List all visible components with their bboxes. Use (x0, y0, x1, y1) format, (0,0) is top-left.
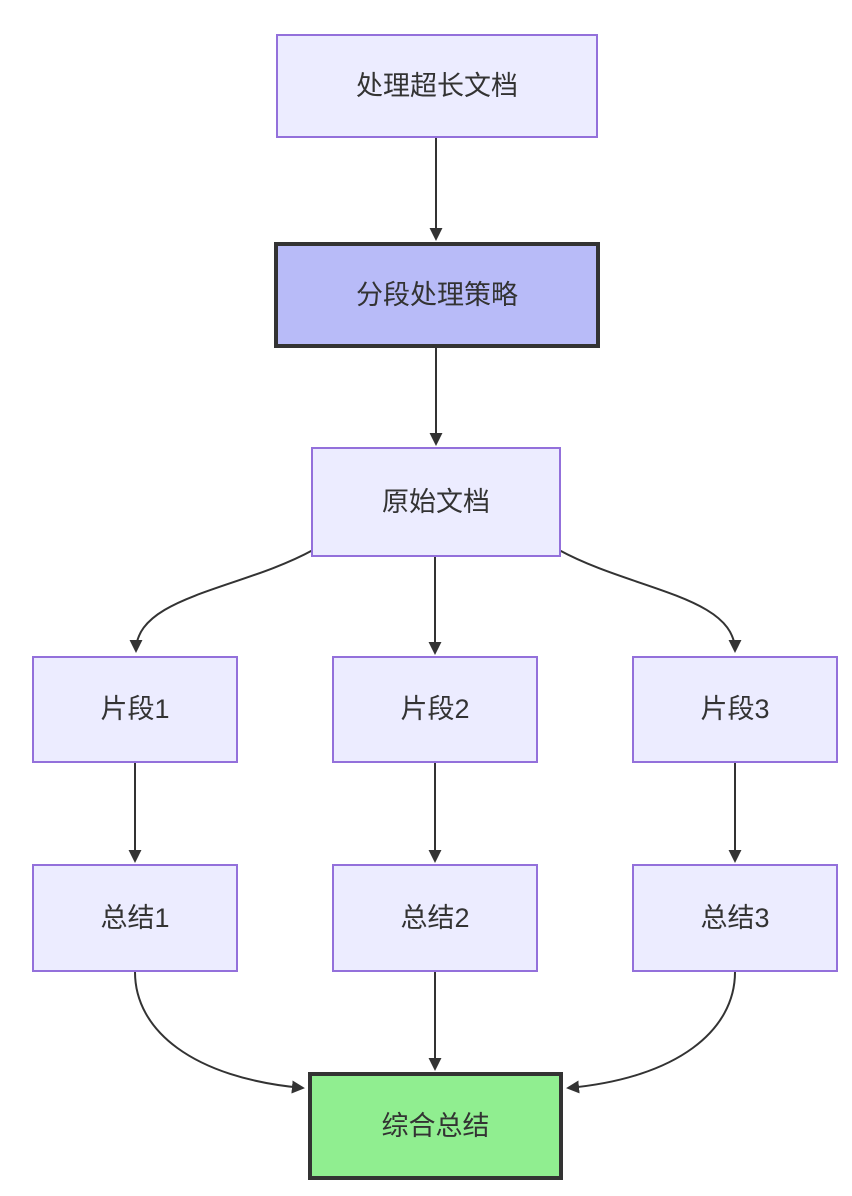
node-summary1: 总结1 (32, 864, 238, 972)
node-strategy-label: 分段处理策略 (356, 279, 518, 310)
edge-doc-to-segment1 (129, 549, 314, 653)
node-final-summary: 综合总结 (308, 1072, 563, 1180)
node-summary3: 总结3 (632, 864, 838, 972)
node-segment3: 片段3 (632, 656, 838, 763)
node-summary1-label: 总结1 (100, 902, 170, 933)
node-segment1: 片段1 (32, 656, 238, 763)
node-segment2: 片段2 (332, 656, 538, 763)
node-segment2-label: 片段2 (400, 694, 470, 725)
node-strategy: 分段处理策略 (274, 242, 600, 348)
node-segment3-label: 片段3 (700, 694, 770, 725)
node-summary2: 总结2 (332, 864, 538, 972)
node-summary2-label: 总结2 (400, 902, 470, 933)
node-start-label: 处理超长文档 (356, 70, 518, 101)
node-final-summary-label: 综合总结 (381, 1110, 490, 1141)
node-start: 处理超长文档 (276, 34, 598, 138)
edge-summary3-to-final (566, 971, 736, 1094)
edge-summary1-to-final (134, 971, 305, 1094)
node-summary3-label: 总结3 (700, 902, 770, 933)
node-source-doc: 原始文档 (311, 447, 561, 557)
node-segment1-label: 片段1 (100, 694, 170, 725)
node-source-doc-label: 原始文档 (382, 486, 490, 517)
edge-doc-to-segment3 (558, 549, 742, 653)
